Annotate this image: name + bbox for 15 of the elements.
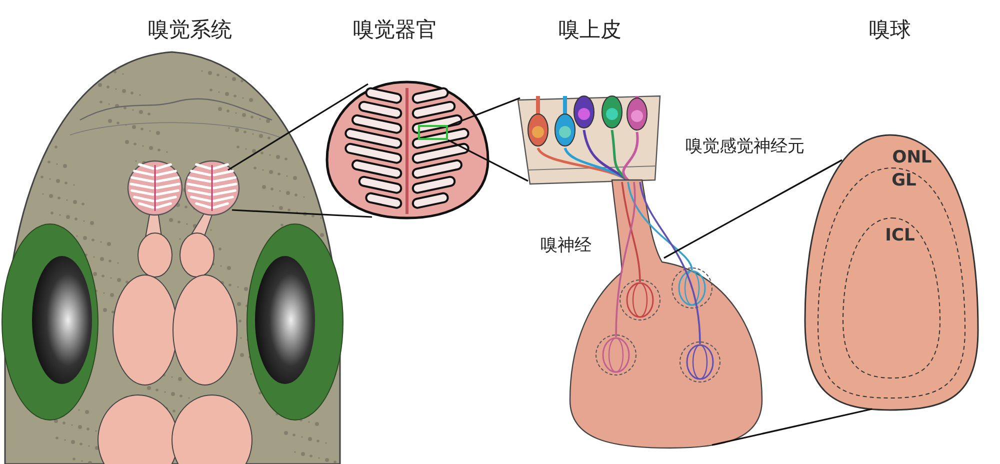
structure-label: 嗅神经 bbox=[540, 236, 592, 256]
leader-line bbox=[664, 159, 842, 259]
leader-line bbox=[228, 83, 368, 171]
panel-title: 嗅觉器官 bbox=[353, 18, 437, 42]
leader-line bbox=[448, 97, 520, 127]
leader-line bbox=[232, 209, 372, 218]
panel-title: 嗅上皮 bbox=[558, 18, 622, 42]
layer-label: GL bbox=[892, 172, 916, 190]
layer-label: ONL bbox=[892, 150, 932, 166]
layer-label: ICL bbox=[885, 228, 915, 244]
structure-label: 嗅觉感觉神经元 bbox=[686, 138, 804, 156]
leader-line bbox=[712, 408, 872, 446]
panel-title: 嗅球 bbox=[869, 18, 911, 42]
panel-title: 嗅觉系统 bbox=[148, 18, 232, 42]
leader-line bbox=[448, 139, 528, 182]
